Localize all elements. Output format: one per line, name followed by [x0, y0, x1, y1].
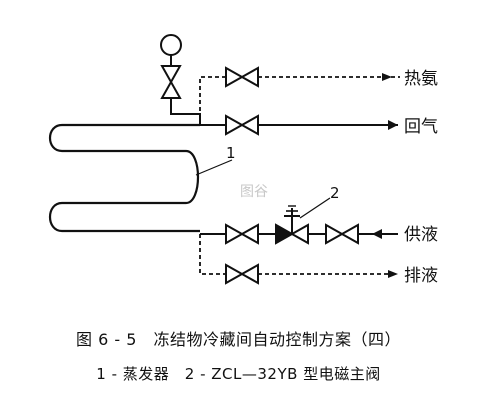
- hot-ammonia-line: [199, 66, 400, 125]
- evaporator-coil: [48, 123, 200, 233]
- supply-liquid-line: [200, 205, 398, 245]
- solenoid-leader-line: [299, 197, 331, 219]
- watermark: 图谷: [240, 184, 268, 200]
- solenoid-main-valve: [275, 205, 309, 245]
- figure-caption-title: 图 6 - 5 冻结物冷藏间自动控制方案（四）: [76, 330, 401, 349]
- drain-liquid-line: [199, 234, 398, 285]
- return-gas-line: [200, 114, 398, 136]
- callout-solenoid-number: 2: [330, 184, 340, 202]
- evaporator-leader-line: [195, 159, 233, 176]
- label-return-gas: 回气: [404, 117, 438, 137]
- label-hot-ammonia: 热氨: [404, 69, 438, 89]
- refrigeration-control-diagram: 热氨 回气 供液 排液 1 2 图谷: [48, 34, 438, 286]
- pressure-gauge: [160, 34, 182, 66]
- vertical-valve: [160, 65, 182, 99]
- figure-caption-legend: 1 - 蒸发器 2 - ZCL—32YB 型电磁主阀: [96, 365, 381, 383]
- label-supply-liquid: 供液: [404, 225, 438, 245]
- gauge-connection-line: [170, 98, 201, 125]
- callout-evaporator-number: 1: [226, 144, 236, 162]
- label-drain-liquid: 排液: [404, 266, 438, 286]
